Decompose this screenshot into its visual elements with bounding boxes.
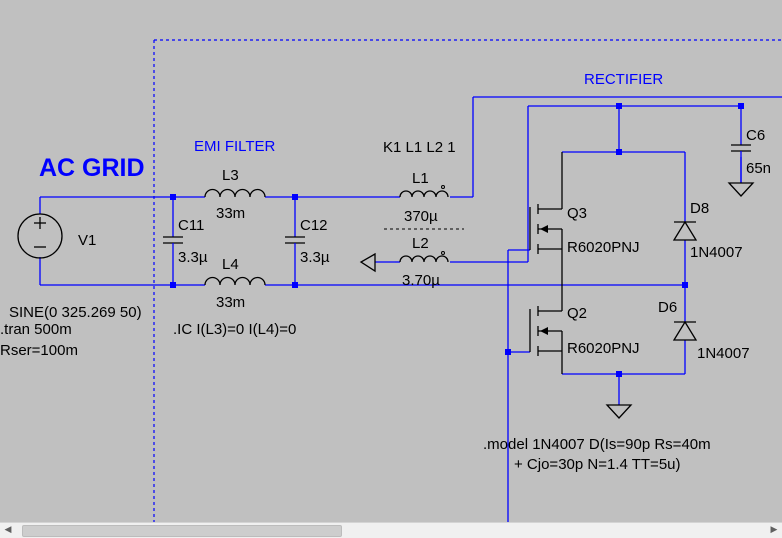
v1-value: SINE(0 325.269 50) (9, 304, 142, 321)
scrollbar-thumb[interactable] (22, 525, 342, 537)
c11-capacitor[interactable] (163, 197, 183, 285)
l4-value: 33m (216, 294, 245, 311)
d8-diode[interactable] (672, 220, 698, 241)
l3-inductor[interactable] (200, 188, 266, 198)
d8-value: 1N4007 (690, 244, 743, 261)
d6-name: D6 (658, 299, 677, 316)
d8-name: D8 (690, 200, 709, 217)
c12-name: C12 (300, 217, 328, 234)
emi-filter-label: EMI FILTER (194, 138, 276, 155)
c11-value: 3.3µ (178, 249, 208, 266)
rser-directive: Rser=100m (0, 342, 78, 359)
l1-name: L1 (412, 170, 429, 187)
d6-value: 1N4007 (697, 345, 750, 362)
d6-diode[interactable] (672, 320, 698, 341)
q2-name: Q2 (567, 305, 587, 322)
c6-capacitor[interactable] (731, 144, 751, 183)
schematic-canvas[interactable]: AC GRID EMI FILTER RECTIFIER V1 SINE(0 3… (0, 0, 782, 522)
c6-value: 65n (746, 160, 771, 177)
scroll-right-arrow-icon[interactable]: ▶ (770, 525, 778, 535)
l2-inductor[interactable] (395, 251, 449, 263)
c6-ground-icon (727, 182, 755, 197)
q2-mosfet[interactable] (529, 285, 563, 374)
rectifier-region-border (153, 39, 782, 522)
v1-name: V1 (78, 232, 96, 249)
junction-dots (170, 103, 744, 377)
q2-value: R6020PNJ (567, 340, 640, 357)
q3-mosfet[interactable] (529, 152, 563, 285)
q3-name: Q3 (567, 205, 587, 222)
c11-name: C11 (178, 217, 204, 234)
scroll-left-arrow-icon[interactable]: ◀ (4, 525, 12, 535)
l1-inductor[interactable] (395, 185, 449, 198)
model-directive-line1: .model 1N4007 D(Is=90p Rs=40m (483, 436, 711, 453)
c12-capacitor[interactable] (285, 197, 305, 285)
c6-name: C6 (746, 127, 765, 144)
c12-value: 3.3µ (300, 249, 330, 266)
l4-name: L4 (222, 256, 239, 273)
l2-value: 3.70µ (402, 272, 440, 289)
l3-name: L3 (222, 167, 239, 184)
model-directive-line2: + Cjo=30p N=1.4 TT=5u) (514, 456, 681, 473)
coupling-directive: K1 L1 L2 1 (383, 139, 456, 156)
q3-value: R6020PNJ (567, 239, 640, 256)
l3-value: 33m (216, 205, 245, 222)
l2-ground-arrow-icon (359, 252, 376, 273)
l2-name: L2 (412, 235, 429, 252)
wires (40, 96, 782, 522)
ac-grid-label: AC GRID (39, 154, 145, 182)
l1-value: 370µ (404, 208, 438, 225)
tran-directive: .tran 500m (0, 321, 72, 338)
bridge-ground-icon (605, 404, 633, 419)
horizontal-scrollbar[interactable]: ◀ ▶ (0, 522, 782, 538)
ic-directive: .IC I(L3)=0 I(L4)=0 (173, 321, 296, 338)
l4-inductor[interactable] (200, 276, 266, 286)
v1-voltage-source[interactable] (17, 197, 63, 285)
rectifier-label: RECTIFIER (584, 71, 663, 88)
